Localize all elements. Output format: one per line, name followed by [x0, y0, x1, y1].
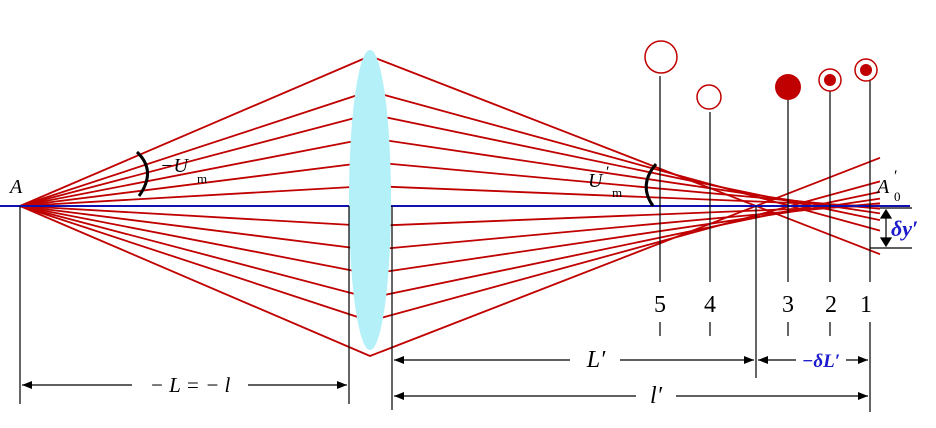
image-angle-subscript: m	[612, 185, 622, 200]
light-ray	[19, 55, 881, 256]
object-angle-label: −U	[160, 155, 189, 177]
arrowhead	[394, 356, 404, 364]
object-angle-arc	[135, 150, 149, 197]
image-angle-label: U	[588, 170, 604, 192]
transverse-aberration-marker	[870, 207, 912, 249]
plane-number-4: 4	[704, 292, 716, 318]
object-point-label: A	[8, 176, 23, 198]
delta-y-arrow-up	[879, 208, 893, 219]
light-ray	[19, 90, 881, 232]
spot-3-filled	[775, 74, 801, 100]
plane-number-5: 5	[654, 292, 666, 318]
image-angle-prime: ′	[606, 164, 610, 181]
arrowhead	[22, 381, 32, 389]
arrowhead	[337, 381, 347, 389]
longitudinal-aberration-label: −δL′	[802, 351, 840, 372]
focal-distance-label: L′	[586, 347, 606, 373]
image-point-subscript: 0	[894, 189, 901, 204]
dimension-arrowheads	[22, 356, 868, 400]
arrowhead	[858, 356, 868, 364]
spot-diagrams	[644, 40, 878, 110]
light-ray	[19, 180, 881, 322]
image-point-prime: ′	[894, 168, 898, 185]
image-angle-arc	[644, 163, 658, 207]
arrowhead	[758, 356, 768, 364]
arrowhead	[394, 392, 404, 400]
object-angle-subscript: m	[197, 171, 207, 186]
transverse-aberration-label: δy′	[891, 216, 918, 241]
plane-number-3: 3	[782, 292, 794, 318]
arrowhead	[858, 392, 868, 400]
delta-y-arrow-down	[879, 237, 893, 248]
arrowhead	[744, 356, 754, 364]
light-ray	[19, 156, 881, 357]
spot-4-small-open	[696, 84, 722, 110]
object-distance-label: − L = − l	[150, 373, 231, 397]
spot-2-core	[824, 74, 836, 86]
focal-plane-lines	[659, 76, 871, 336]
spot-5-large-open	[644, 40, 678, 74]
plane-number-2: 2	[825, 292, 837, 318]
image-point-label: A	[875, 176, 890, 198]
dimension-lines	[19, 206, 871, 412]
plane-number-1: 1	[860, 292, 872, 318]
image-distance-label: l′	[650, 383, 663, 409]
spot-1-core	[860, 64, 872, 76]
lens	[349, 50, 391, 350]
